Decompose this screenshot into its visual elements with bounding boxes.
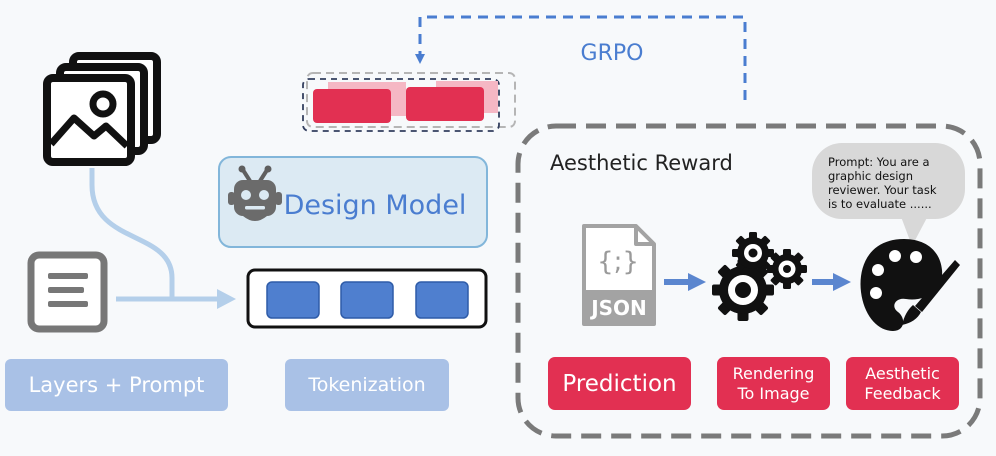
svg-text:JSON: JSON — [589, 296, 647, 320]
image-connector — [89, 168, 175, 299]
grpo-label: GRPO — [581, 41, 644, 66]
rendering-label: Rendering To Image — [717, 357, 830, 410]
svg-text:{;}: {;} — [597, 247, 639, 277]
robot-icon — [228, 165, 282, 221]
output-token-1 — [313, 89, 391, 123]
rendering-label-line-2: To Image — [737, 383, 810, 403]
input-token-2 — [340, 281, 394, 319]
speech-bubble: Prompt: You are a graphic design reviewe… — [812, 143, 965, 246]
speech-line-1: Prompt: You are a — [828, 155, 930, 169]
gears-icon — [712, 232, 807, 321]
aesthetic-reward-box — [515, 123, 983, 439]
tokenization-label: Tokenization — [285, 359, 449, 411]
input-token-1 — [266, 281, 320, 319]
aesthetic-reward-title: Aesthetic Reward — [550, 151, 733, 175]
speech-line-3: reviewer. Your task — [828, 183, 937, 197]
image-stack-icon — [43, 52, 161, 166]
aesthetic-feedback-line-1: Aesthetic — [865, 363, 940, 383]
document-icon — [27, 251, 108, 333]
aesthetic-feedback-line-2: Feedback — [864, 383, 941, 403]
design-model-box — [218, 156, 488, 248]
speech-line-2: graphic design — [828, 169, 913, 183]
output-outer-frame — [306, 72, 516, 128]
output-tokens — [302, 72, 516, 132]
aesthetic-feedback-label: Aesthetic Feedback — [846, 357, 959, 410]
prediction-label: Prediction — [548, 357, 691, 410]
input-token-3 — [415, 281, 469, 319]
layers-prompt-label: Layers + Prompt — [5, 359, 228, 411]
output-inner-frame — [302, 78, 500, 132]
palette-icon — [860, 239, 960, 331]
output-token-2 — [406, 87, 484, 121]
input-tokens — [246, 268, 488, 329]
speech-line-4: is to evaluate ...... — [828, 197, 932, 211]
json-file-icon: {;} JSON — [582, 224, 656, 326]
design-model-label: Design Model — [284, 190, 467, 221]
rendering-label-line-1: Rendering — [732, 363, 815, 383]
grpo-loop-line — [415, 15, 747, 100]
